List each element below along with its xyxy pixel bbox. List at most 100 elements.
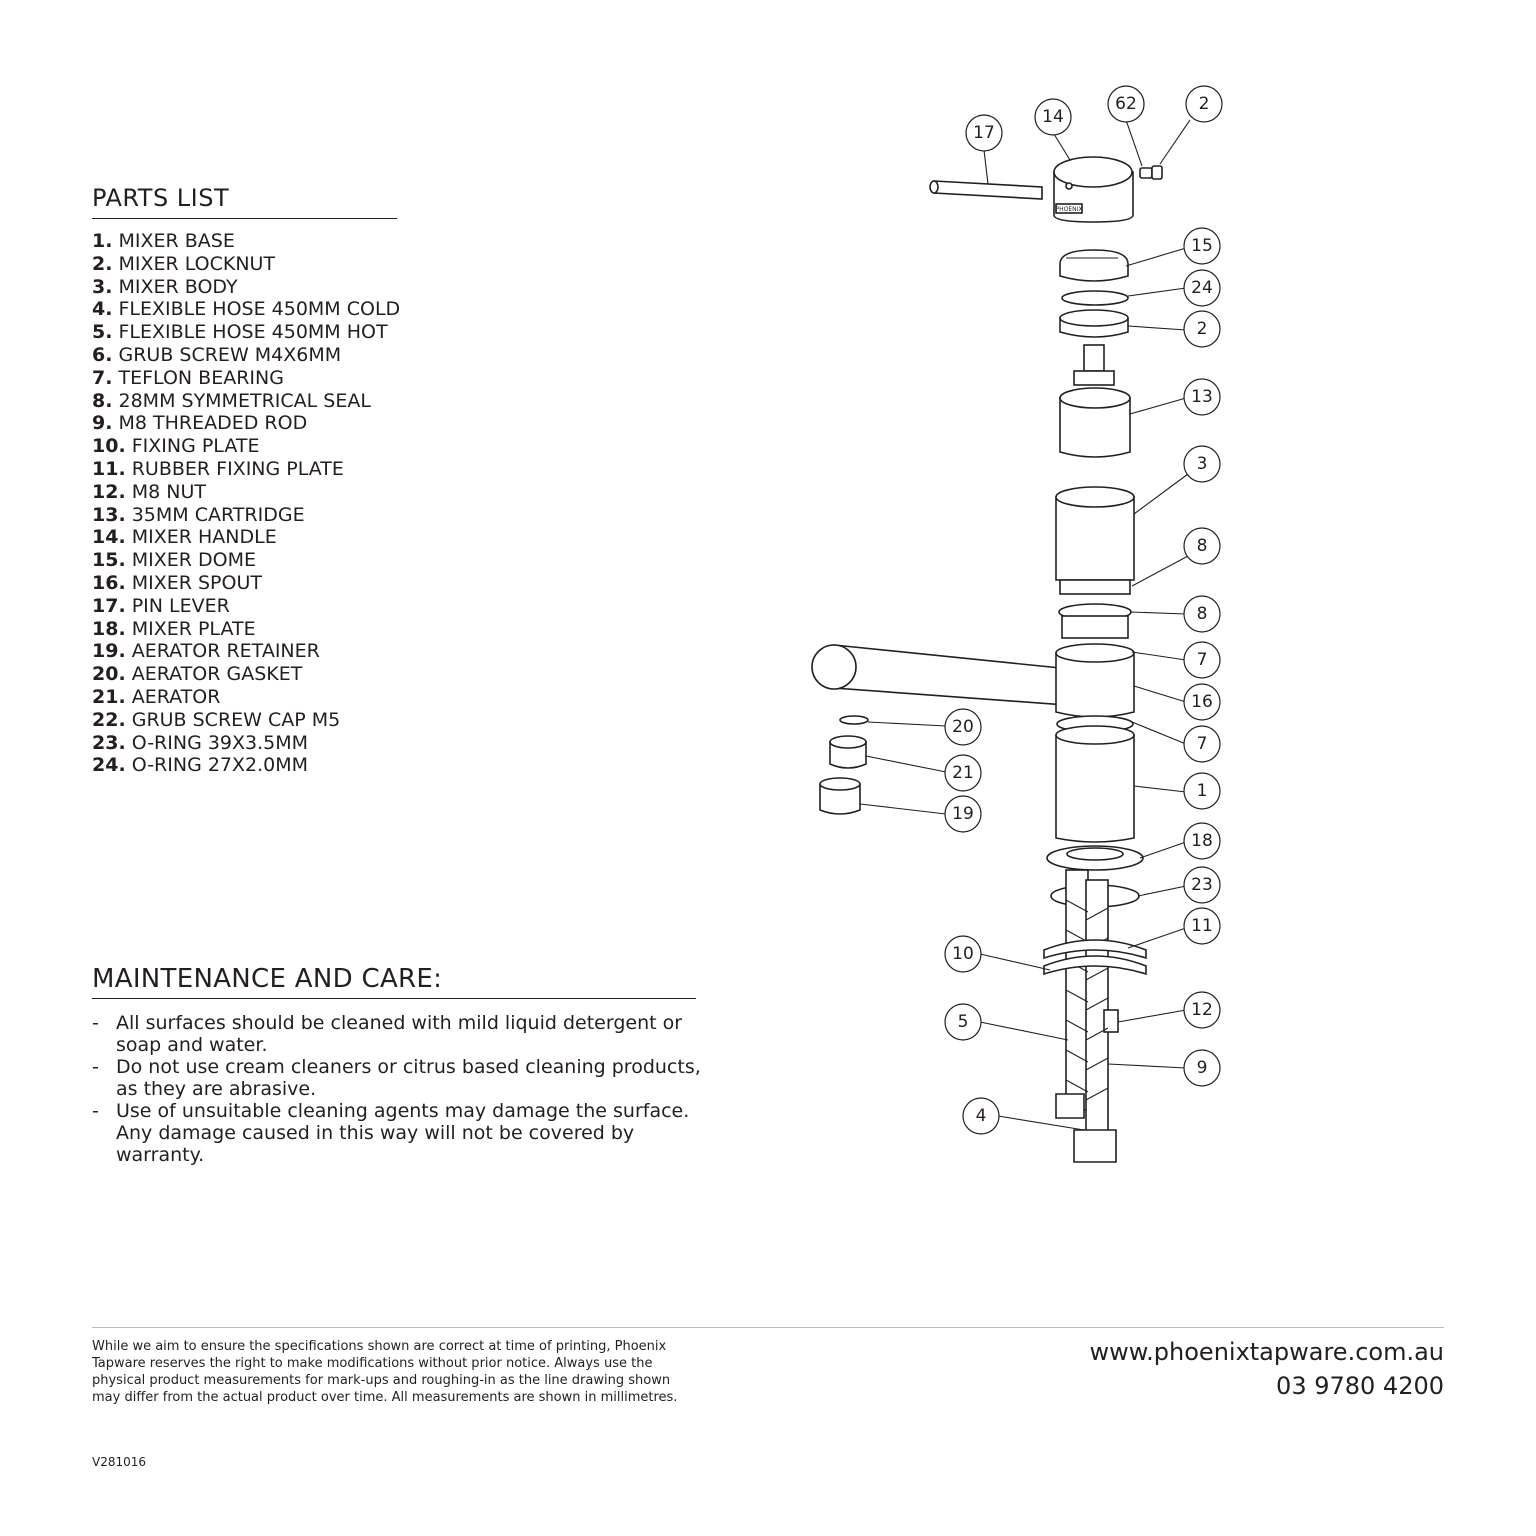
part-number: 24. — [92, 754, 126, 777]
svg-text:5: 5 — [958, 1012, 969, 1032]
part-name: AERATOR — [131, 685, 221, 708]
part-name: FLEXIBLE HOSE 450MM HOT — [118, 321, 388, 344]
part-name: MIXER SPOUT — [131, 571, 262, 594]
svg-text:2: 2 — [1199, 94, 1210, 114]
callout-23: 23 — [1183, 866, 1221, 904]
website-link[interactable]: www.phoenixtapware.com.au — [1089, 1338, 1444, 1366]
callout-10: 10 — [944, 935, 982, 973]
part-number: 16. — [92, 571, 126, 594]
brand-plate — [1055, 203, 1083, 214]
svg-text:9: 9 — [1197, 1058, 1208, 1078]
parts-list-item: 13. 35MM CARTRIDGE — [92, 504, 400, 527]
mixer-base-part — [1055, 725, 1135, 843]
maintenance-title: MAINTENANCE AND CARE: — [92, 964, 443, 994]
callout-18: 18 — [1183, 822, 1221, 860]
callout-62: 62 — [1107, 85, 1145, 123]
callout-8-lower: 8 — [1183, 595, 1221, 633]
svg-text:16: 16 — [1191, 692, 1213, 712]
part-number: 20. — [92, 663, 126, 686]
mixer-plate-part — [1046, 845, 1144, 871]
callout-4: 4 — [962, 1097, 1000, 1135]
maintenance-item: -Use of unsuitable cleaning agents may d… — [92, 1100, 690, 1166]
svg-text:21: 21 — [952, 763, 974, 783]
callout-7-lower: 7 — [1183, 725, 1221, 763]
mixer-dome-part — [1059, 249, 1129, 282]
svg-text:11: 11 — [1191, 916, 1213, 936]
svg-text:1: 1 — [1197, 781, 1208, 801]
callout-5: 5 — [944, 1003, 982, 1041]
callout-14: 14 — [1034, 98, 1072, 136]
part-number: 18. — [92, 617, 126, 640]
cartridge-part — [1059, 344, 1131, 458]
parts-list-item: 16. MIXER SPOUT — [92, 572, 400, 595]
o-ring-part — [1061, 290, 1129, 306]
svg-text:19: 19 — [952, 804, 974, 824]
part-number: 12. — [92, 480, 126, 503]
svg-text:15: 15 — [1191, 236, 1213, 256]
callout-3: 3 — [1183, 445, 1221, 483]
phone-number: 03 9780 4200 — [1276, 1372, 1444, 1400]
part-name: MIXER LOCKNUT — [118, 252, 276, 275]
parts-list-item: 5. FLEXIBLE HOSE 450MM HOT — [92, 321, 400, 344]
parts-list-item: 22. GRUB SCREW CAP M5 — [92, 709, 400, 732]
dash-bullet: - — [92, 1100, 99, 1122]
callout-21: 21 — [944, 754, 982, 792]
callout-24: 24 — [1183, 269, 1221, 307]
svg-text:12: 12 — [1191, 1000, 1213, 1020]
callout-9: 9 — [1183, 1049, 1221, 1087]
callout-7: 7 — [1183, 641, 1221, 679]
part-number: 17. — [92, 594, 126, 617]
dash-bullet: - — [92, 1056, 99, 1078]
parts-list-item: 1. MIXER BASE — [92, 230, 400, 253]
part-name: FLEXIBLE HOSE 450MM COLD — [118, 298, 401, 321]
part-name: MIXER PLATE — [131, 617, 256, 640]
svg-text:17: 17 — [973, 123, 995, 143]
part-number: 3. — [92, 275, 113, 298]
part-number: 22. — [92, 708, 126, 731]
parts-list-item: 3. MIXER BODY — [92, 276, 400, 299]
part-name: TEFLON BEARING — [118, 366, 284, 389]
svg-text:13: 13 — [1191, 387, 1213, 407]
aerator-gasket-part — [839, 715, 869, 725]
callout-17: 17 — [965, 114, 1003, 152]
parts-list-item: 20. AERATOR GASKET — [92, 663, 400, 686]
svg-text:18: 18 — [1191, 831, 1213, 851]
svg-text:7: 7 — [1197, 650, 1208, 670]
part-number: 10. — [92, 435, 126, 458]
part-number: 14. — [92, 526, 126, 549]
dash-bullet: - — [92, 1012, 99, 1034]
parts-list-item: 6. GRUB SCREW M4X6MM — [92, 344, 400, 367]
mixer-handle-part: PHOENIX — [1053, 156, 1134, 223]
part-number: 7. — [92, 366, 113, 389]
part-name: GRUB SCREW M4X6MM — [118, 343, 342, 366]
grub-screw-part — [1139, 165, 1163, 180]
parts-list-item: 4. FLEXIBLE HOSE 450MM COLD — [92, 298, 400, 321]
parts-list-rule — [92, 218, 397, 219]
svg-text:23: 23 — [1191, 875, 1213, 895]
parts-list-title: PARTS LIST — [92, 184, 230, 212]
part-number: 15. — [92, 549, 126, 572]
parts-list-item: 18. MIXER PLATE — [92, 618, 400, 641]
aerator-retainer-part — [819, 777, 861, 815]
maintenance-item: -Do not use cream cleaners or citrus bas… — [92, 1056, 701, 1100]
parts-list-item: 14. MIXER HANDLE — [92, 526, 400, 549]
aerator-part — [829, 735, 867, 769]
parts-list-item: 12. M8 NUT — [92, 481, 400, 504]
parts-list-item: 24. O-RING 27X2.0MM — [92, 754, 400, 777]
leader-lines — [859, 119, 1191, 1131]
part-name: O-RING 39X3.5MM — [131, 731, 309, 754]
callout-19: 19 — [944, 795, 982, 833]
svg-text:4: 4 — [976, 1106, 987, 1126]
part-name: 35MM CARTRIDGE — [131, 503, 305, 526]
callout-13: 13 — [1183, 378, 1221, 416]
part-name: AERATOR RETAINER — [131, 640, 320, 663]
part-name: M8 THREADED ROD — [118, 412, 308, 435]
svg-text:62: 62 — [1115, 94, 1137, 114]
parts-list-item: 23. O-RING 39X3.5MM — [92, 732, 400, 755]
svg-text:10: 10 — [952, 944, 974, 964]
part-number: 11. — [92, 457, 126, 480]
parts-list-item: 11. RUBBER FIXING PLATE — [92, 458, 400, 481]
part-name: MIXER HANDLE — [131, 526, 277, 549]
callout-11: 11 — [1183, 907, 1221, 945]
